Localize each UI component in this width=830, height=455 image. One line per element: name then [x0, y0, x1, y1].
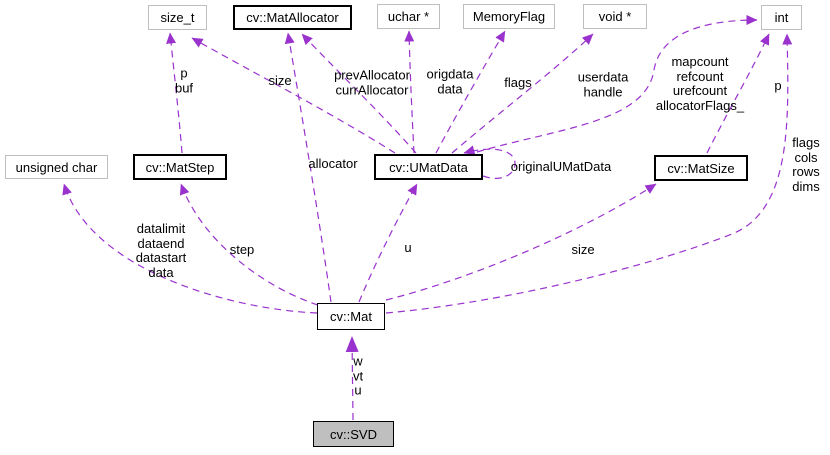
edge-label-flags-umatdata: flags — [504, 74, 532, 90]
node-cv-svd: cv::SVD — [313, 421, 394, 447]
edge-mat-to-umatdata — [358, 183, 418, 303]
node-cv-matallocator[interactable]: cv::MatAllocator — [233, 5, 352, 30]
edge-label-size-mat: size — [571, 241, 595, 257]
edge-umatdata-self-loop — [463, 145, 516, 179]
edge-mat-to-matsize — [385, 183, 657, 301]
edge-label-origdata-data: origdata data — [426, 66, 474, 96]
edge-label-prev-curr-allocator: prevAllocator currAllocator — [334, 67, 410, 97]
node-memoryflag: MemoryFlag — [463, 4, 555, 29]
edge-mat-to-unsigned-char — [62, 183, 318, 314]
edge-label-step: step — [229, 241, 255, 257]
node-cv-matstep[interactable]: cv::MatStep — [133, 154, 227, 180]
node-cv-umatdata[interactable]: cv::UMatData — [374, 154, 483, 180]
edge-umatdata-to-int — [476, 15, 758, 153]
edge-umatdata-to-memoryflag — [435, 30, 506, 154]
node-size-t: size_t — [148, 5, 207, 30]
edge-label-original-umatdata: originalUMatData — [510, 158, 612, 174]
edge-umatdata-to-voidptr — [451, 33, 594, 154]
edge-label-u: u — [404, 239, 412, 255]
edge-label-userdata-handle: userdata handle — [577, 69, 629, 99]
edge-matsize-to-int — [706, 33, 770, 154]
node-int: int — [761, 5, 802, 30]
edge-svd-to-mat — [345, 336, 359, 421]
edge-umatdata-to-size-t — [191, 37, 396, 154]
node-cv-mat[interactable]: cv::Mat — [317, 303, 385, 330]
edge-mat-to-matallocator — [284, 32, 332, 303]
edge-label-size-umatdata: size — [268, 72, 292, 88]
edge-matstep-to-size-t — [166, 32, 183, 154]
edge-label-mat-data-fields: datalimit dataend datastart data — [135, 221, 187, 280]
node-uchar-ptr: uchar * — [377, 4, 440, 29]
edge-label-allocator: allocator — [308, 155, 358, 171]
edge-mat-to-matstep — [179, 183, 319, 306]
edge-umatdata-to-matallocator — [301, 33, 417, 154]
edge-label-p-matsize: p — [774, 77, 782, 93]
edge-label-umatdata-counts: mapcount refcount urefcount allocatorFla… — [655, 54, 745, 113]
edge-label-svd-fields: w vt u — [352, 353, 364, 398]
edge-label-p-buf: p buf — [174, 65, 194, 95]
edge-label-mat-int-fields: flags cols rows dims — [792, 135, 820, 194]
node-void-ptr: void * — [583, 4, 647, 29]
node-unsigned-char: unsigned char — [5, 155, 108, 179]
edge-umatdata-to-uchar — [404, 30, 415, 154]
node-cv-matsize[interactable]: cv::MatSize — [654, 155, 748, 181]
